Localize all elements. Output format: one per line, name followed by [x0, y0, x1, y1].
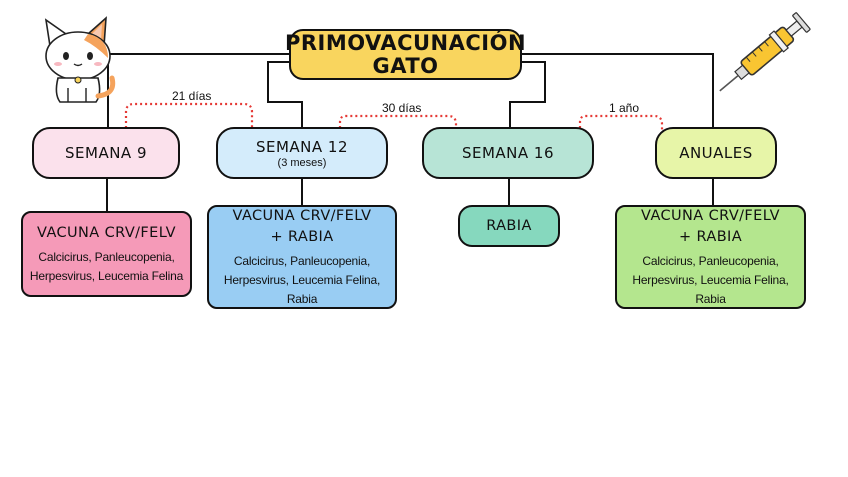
title-box: PRIMOVACUNACIÓN GATO — [285, 29, 526, 80]
syringe-icon — [719, 12, 811, 92]
vaccine-box-semana16: RABIA — [458, 205, 560, 247]
connector-semana16 — [509, 61, 546, 127]
vaccine-details-line1: Calcicirus, Panleucopenia, — [38, 249, 175, 264]
interval-label-2: 30 días — [382, 101, 422, 115]
connector-anuales — [521, 53, 714, 127]
week-node-semana16: SEMANA 16 — [422, 127, 594, 179]
interval-arrow-2 — [338, 114, 458, 150]
vaccine-box-anuales: VACUNA CRV/FELV + RABIA Calcicirus, Panl… — [615, 205, 806, 309]
vaccine-name: VACUNA CRV/FELV — [641, 207, 780, 224]
vaccine-details-line2: Herpesvirus, Leucemia Felina, Rabia — [632, 272, 789, 306]
vaccine-details: Calcicirus, Panleucopenia, Herpesvirus, … — [617, 252, 804, 309]
vaccine-details-line2: Herpesvirus, Leucemia Felina — [29, 268, 184, 283]
connector-semana12 — [267, 61, 303, 127]
vaccine-name: VACUNA CRV/FELV — [232, 207, 372, 224]
vaccine-details-line2: Herpesvirus, Leucemia Felina, Rabia — [223, 272, 381, 306]
week-label: SEMANA 12 — [255, 137, 349, 156]
week-label: SEMANA 9 — [65, 144, 147, 162]
vaccine-name: RABIA — [486, 217, 532, 234]
title-line2: GATO — [372, 53, 439, 78]
interval-label-1: 21 días — [172, 89, 212, 103]
week-label: SEMANA 16 — [461, 144, 555, 162]
vaccine-details: Calcicirus, Panleucopenia, Herpesvirus, … — [30, 248, 183, 286]
cat-icon — [44, 16, 116, 103]
vaccine-box-semana12: VACUNA CRV/FELV + RABIA Calcicirus, Panl… — [207, 205, 397, 309]
vaccine-details-line1: Calcicirus, Panleucopenia, — [642, 253, 779, 268]
title-line1: PRIMOVACUNACIÓN — [284, 30, 527, 55]
vaccine-details: Calcicirus, Panleucopenia, Herpesvirus, … — [209, 252, 395, 309]
vaccine-name-line2: + RABIA — [678, 228, 743, 245]
vaccine-box-semana9: VACUNA CRV/FELV Calcicirus, Panleucopeni… — [21, 211, 192, 297]
vaccine-details-line1: Calcicirus, Panleucopenia, — [233, 253, 371, 268]
interval-label-3: 1 año — [609, 101, 640, 115]
vaccine-name: VACUNA CRV/FELV — [37, 224, 176, 241]
vaccine-name-line2: + RABIA — [270, 228, 334, 245]
week-sublabel: (3 meses) — [277, 156, 327, 169]
week-node-semana12: SEMANA 12 (3 meses) — [216, 127, 388, 179]
week-node-semana9: SEMANA 9 — [32, 127, 180, 179]
week-label: ANUALES — [679, 144, 753, 162]
week-node-anuales: ANUALES — [655, 127, 777, 179]
